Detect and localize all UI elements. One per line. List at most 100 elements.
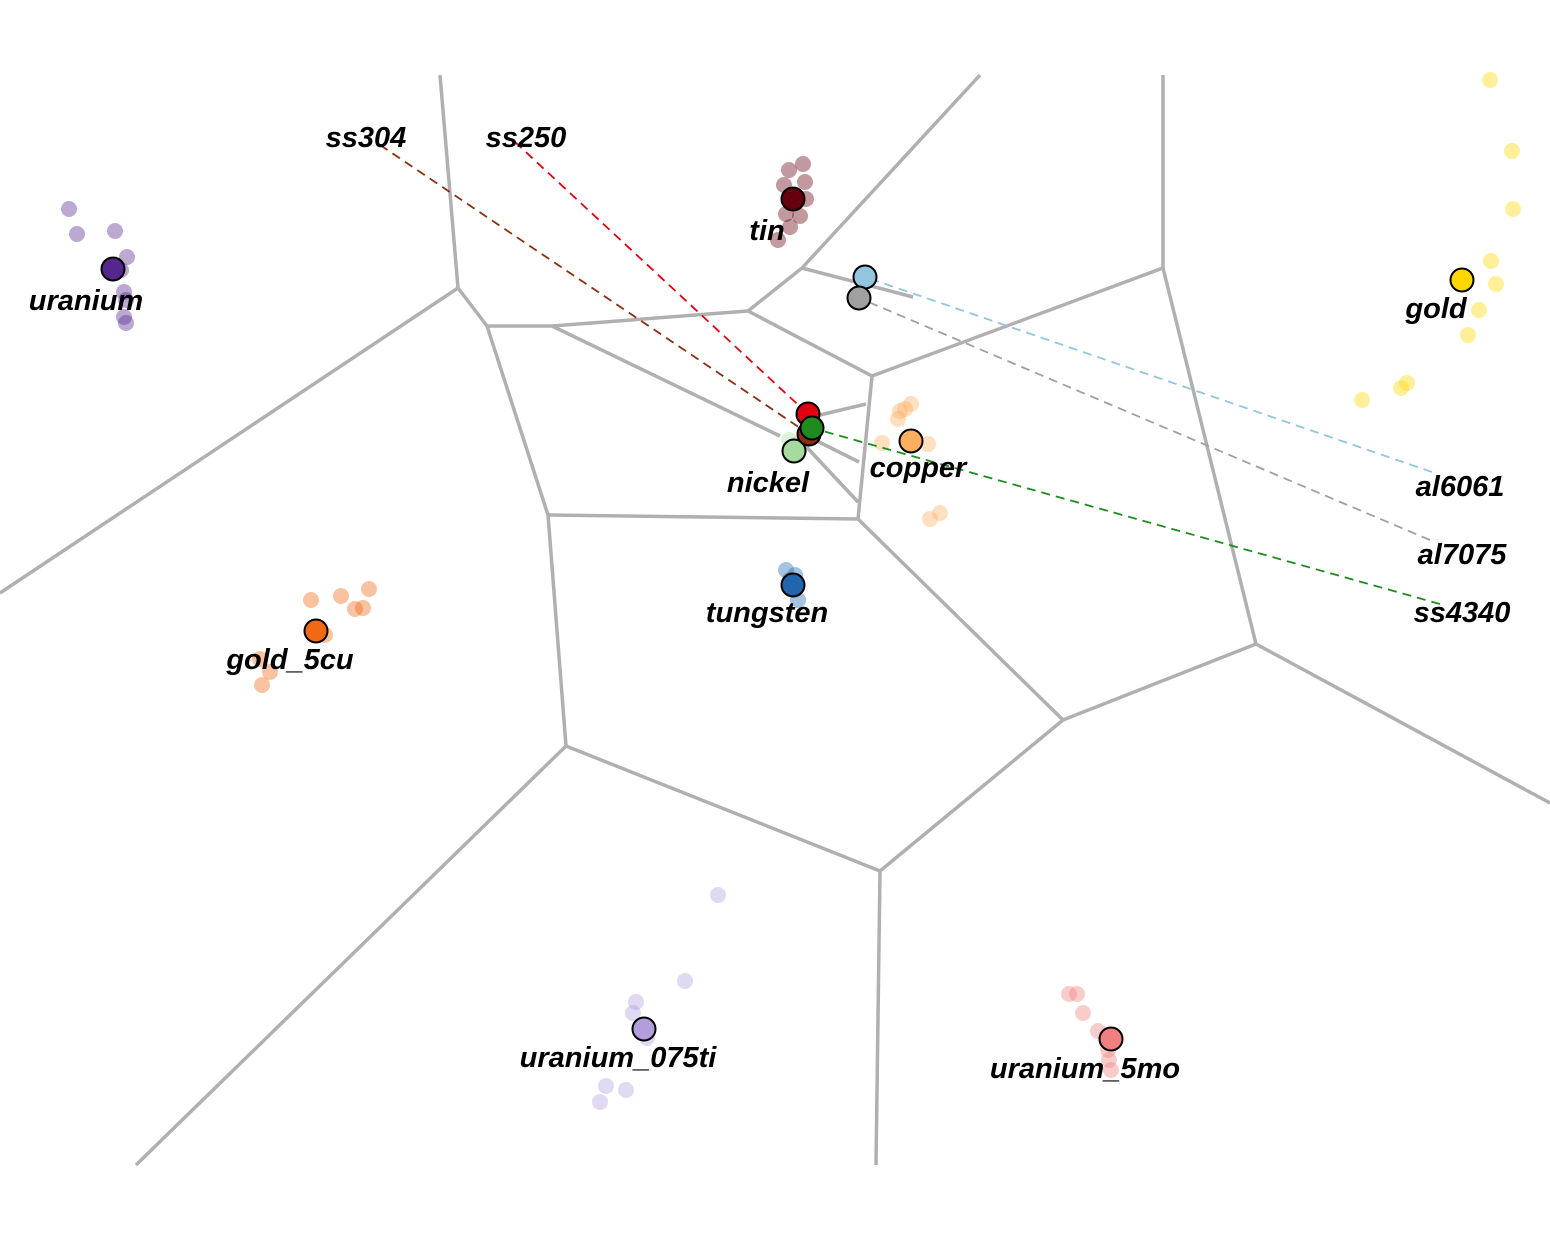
point-gold_5cu-0 [361,581,377,597]
unknown-leader-lines [379,141,1441,605]
voronoi-boundary-11 [1255,642,1550,805]
point-gold-1 [1504,143,1520,159]
point-gold_5cu-8 [254,677,270,693]
point-copper-6 [932,505,948,521]
point-gold_5cu-6 [252,651,268,667]
label-gold: gold [1404,293,1467,325]
point-copper-0 [903,396,919,412]
unknown-marker-ss4340 [799,415,825,441]
point-gold_5cu-7 [262,664,278,680]
unknown-marker-al7075 [846,285,872,311]
point-uranium-8 [118,315,134,331]
label-tungsten: tungsten [706,597,828,629]
label-ss4340: ss4340 [1414,597,1511,629]
centroid-tungsten [780,572,806,598]
point-tin-0 [781,162,797,178]
label-uranium: uranium [29,285,143,317]
voronoi-boundaries [0,73,1550,1167]
unknown-sample-markers [795,264,878,447]
point-copper-4 [874,435,890,451]
point-gold-8 [1393,380,1409,396]
voronoi-boundary-3 [747,75,1165,378]
point-uranium_075ti-3 [625,1005,641,1021]
leader-line-ss304 [379,144,810,435]
labels: uranium tin gold copper nickel tungsten gold_5… [29,122,1511,1085]
point-gold-6 [1460,327,1476,343]
voronoi-boundary-8 [819,402,867,417]
voronoi-boundary-12 [565,718,1065,873]
voronoi-boundary-10 [814,438,860,464]
point-uranium_075ti-1 [677,973,693,989]
leader-line-al6061 [864,276,1433,473]
centroid-tin [780,186,806,212]
unknown-marker-al6061 [852,264,878,290]
leader-line-ss250 [514,141,809,415]
point-uranium_5mo-1 [1069,986,1085,1002]
point-gold_5cu-3 [355,600,371,616]
point-uranium_5mo-0 [1061,986,1077,1002]
voronoi-boundary-9 [798,438,860,504]
voronoi-boundary-2 [487,73,982,328]
label-al7075: al7075 [1418,539,1508,571]
point-gold-9 [1354,392,1370,408]
centroid-gold_5cu [303,618,329,644]
point-gold-5 [1471,302,1487,318]
voronoi-boundary-5 [551,324,781,438]
point-uranium_075ti-6 [618,1082,634,1098]
label-gold_5cu: gold_5cu [225,644,354,676]
point-tin-7 [792,208,808,224]
point-tin-3 [797,174,813,190]
voronoi-boundary-1 [0,286,459,595]
point-gold-4 [1488,276,1504,292]
voronoi-boundary-7 [856,375,874,520]
class-centroids [100,186,1475,1052]
point-uranium-0 [61,201,77,217]
point-uranium-2 [107,223,123,239]
point-gold-7 [1399,375,1415,391]
point-copper-5 [920,436,936,452]
voronoi-boundary-6 [547,267,1258,722]
point-gold_5cu-1 [333,588,349,604]
point-uranium_5mo-6 [1103,1062,1119,1078]
point-uranium_075ti-5 [598,1078,614,1094]
centroid-uranium_5mo [1098,1026,1124,1052]
point-gold-0 [1482,72,1498,88]
centroid-nickel [781,438,807,464]
label-ss304: ss304 [326,122,407,154]
point-gold_5cu-2 [303,592,319,608]
point-uranium_075ti-2 [628,994,644,1010]
centroid-uranium [100,256,126,282]
point-uranium-6 [118,292,134,308]
point-copper-7 [922,511,938,527]
label-copper: copper [870,452,968,484]
point-uranium_5mo-2 [1075,1005,1091,1021]
leader-line-al7075 [858,297,1431,541]
point-tin-8 [782,219,798,235]
leader-line-ss4340 [811,427,1441,605]
point-uranium-7 [116,309,132,325]
voronoi-boundary-0 [134,74,568,1167]
centroid-uranium_075ti [631,1016,657,1042]
voronoi-boundary-13 [874,870,882,1166]
label-nickel: nickel [727,467,810,499]
point-tin-9 [770,232,786,248]
label-tin: tin [749,215,784,247]
point-uranium-1 [69,226,85,242]
label-al6061: al6061 [1416,471,1505,503]
point-gold-3 [1483,253,1499,269]
point-uranium_075ti-0 [710,887,726,903]
point-uranium_5mo-5 [1101,1052,1117,1068]
centroid-gold [1449,267,1475,293]
point-uranium-3 [119,249,135,265]
point-uranium_075ti-7 [592,1094,608,1110]
centroid-copper [898,428,924,454]
point-gold_5cu-4 [347,601,363,617]
point-copper-3 [890,411,906,427]
point-gold-2 [1505,201,1521,217]
point-tin-1 [795,156,811,172]
point-uranium-5 [116,284,132,300]
point-copper-1 [892,403,908,419]
label-uranium_5mo: uranium_5mo [990,1053,1180,1085]
label-uranium_075ti: uranium_075ti [520,1042,718,1074]
